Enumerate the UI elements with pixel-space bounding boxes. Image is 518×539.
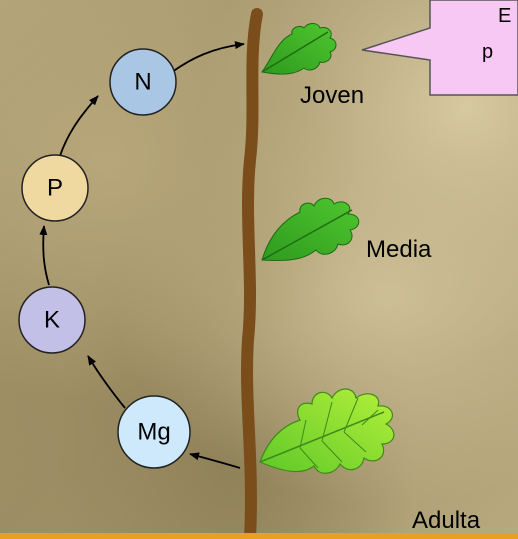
arrow-stem-to-mg [190, 454, 240, 468]
nutrient-node-label: N [134, 69, 151, 96]
nutrient-node-label: P [47, 175, 63, 202]
nutrient-node-k: K [19, 287, 85, 353]
plant-stem [247, 14, 257, 539]
callout-line-1: E [498, 5, 511, 27]
nutrient-node-label: Mg [137, 419, 170, 446]
young-leaf-icon [262, 24, 336, 75]
arrow-k-to-p [43, 226, 49, 285]
arrow-p-to-n [60, 96, 98, 156]
adult-leaf-icon [260, 389, 394, 473]
nutrient-node-label: K [44, 307, 60, 334]
callout-line-2: p [482, 41, 493, 63]
stage-label-young: Joven [300, 82, 364, 109]
bottom-accent-bar [0, 533, 518, 539]
nutrient-node-p: P [22, 155, 88, 221]
stage-label-adult: Adulta [412, 507, 481, 534]
arrow-mg-to-k [88, 356, 125, 408]
middle-leaf-icon [262, 198, 359, 260]
stage-label-middle: Media [366, 236, 432, 263]
arrow-n-to-stem [172, 44, 244, 72]
nutrient-node-mg: Mg [118, 396, 190, 468]
nutrient-node-n: N [110, 49, 176, 115]
callout-bubble: E p [362, 0, 518, 95]
